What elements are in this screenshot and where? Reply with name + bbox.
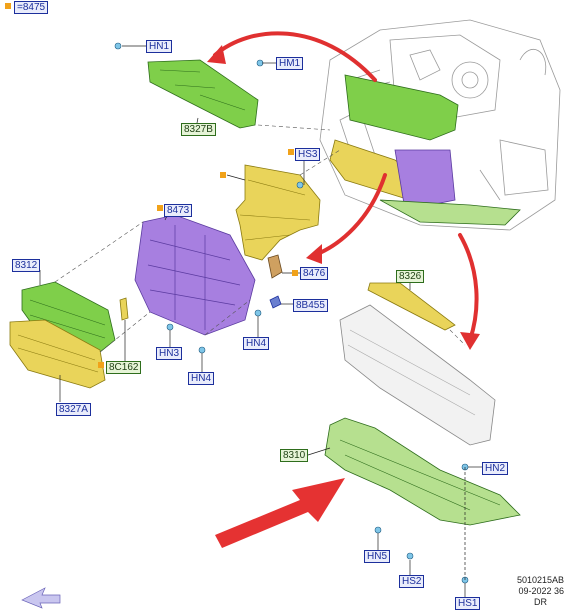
callout-8c162: 8C162 <box>106 361 142 374</box>
callout-hn4-a: HN4 <box>243 337 270 350</box>
marker-squares <box>5 3 298 368</box>
part-8310-undertray <box>324 417 521 526</box>
callout-hm1: HM1 <box>276 57 304 70</box>
part-8327a-grille <box>9 319 106 389</box>
callout-hn5: HN5 <box>364 550 391 563</box>
callout-8476: 8476 <box>300 267 329 280</box>
callout-8326: 8326 <box>396 270 425 283</box>
part-8c162 <box>119 297 129 321</box>
callout-hn1: HN1 <box>146 40 173 53</box>
callout-hn3: HN3 <box>156 347 183 360</box>
doc-date: 09-2022 36 <box>518 586 564 596</box>
pointer-arrow-8310 <box>215 478 345 548</box>
bay-carrier-purple <box>394 149 456 211</box>
callout-hn2: HN2 <box>482 462 509 475</box>
callout-hs1: HS1 <box>455 597 481 610</box>
document-code: 5010215AB 09-2022 36 DR <box>517 575 564 608</box>
doc-number: 5010215AB <box>516 575 564 585</box>
part-8476 <box>267 254 283 279</box>
callout-8310: 8310 <box>280 449 309 462</box>
callout-8327b: 8327B <box>181 123 216 136</box>
bay-shroud-green <box>344 74 459 141</box>
callout-hn4-b: HN4 <box>188 372 215 385</box>
fasteners <box>114 42 469 584</box>
doc-initials: DR <box>533 597 547 607</box>
part-8327b <box>147 59 259 129</box>
part-8b455 <box>269 295 282 309</box>
bay-undertray-green <box>379 199 521 226</box>
bumper-beam <box>339 304 496 446</box>
callout-8327a: 8327A <box>56 403 91 416</box>
orientation-arrow-icon <box>21 587 61 609</box>
callout-hs3: HS3 <box>295 148 321 161</box>
callout-8b455: 8B455 <box>293 299 328 312</box>
dashed-guides <box>54 124 466 353</box>
callout-8312: 8312 <box>12 259 41 272</box>
part-8326-strip <box>367 282 456 331</box>
callout-hs2: HS2 <box>399 575 425 588</box>
callout-8473: 8473 <box>164 204 193 217</box>
red-arrowheads <box>207 45 480 350</box>
part-hs3-deflector <box>235 164 321 261</box>
red-arrows <box>213 31 479 342</box>
ref-8475-label: =8475 <box>14 1 49 14</box>
